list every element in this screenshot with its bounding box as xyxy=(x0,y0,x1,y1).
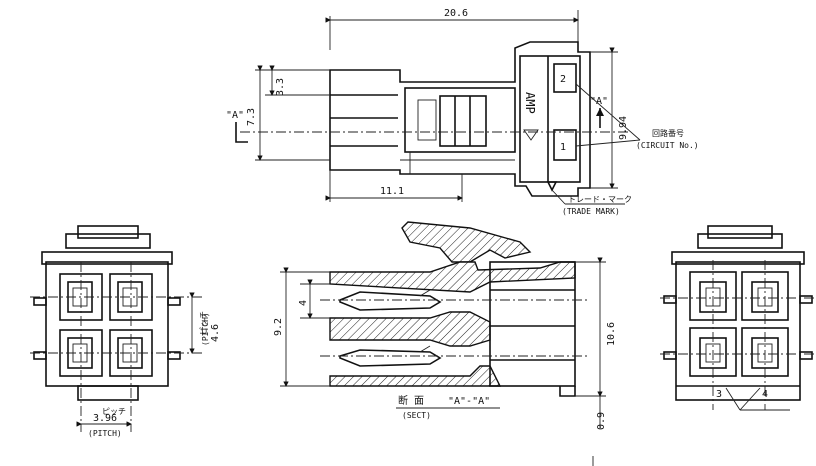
circuit-no-2: 2 xyxy=(560,74,566,85)
dim-11-1: 11.1 xyxy=(380,186,404,197)
section-mark-left: "A" xyxy=(226,110,244,121)
pitch-horizontal-en: (PITCH) xyxy=(88,429,122,438)
pitch-horizontal-jp: ピッチ xyxy=(102,407,126,416)
amp-logo-text: AMP xyxy=(523,92,537,114)
dim-7-3: 7.3 xyxy=(246,108,257,126)
dim-pitch-horizontal: 3.96 xyxy=(93,413,117,424)
dim-10-6: 10.6 xyxy=(606,322,617,346)
dim-pitch-vertical: 4.6 xyxy=(210,324,221,342)
section-view: 9.2 4 10.6 0.9 断 面 "A"-"A" (SECT) xyxy=(273,221,617,430)
section-title: "A"-"A" xyxy=(448,396,490,407)
dim-3-3: 3.3 xyxy=(275,78,286,96)
circuit-label-jp: 回路番号 xyxy=(652,128,684,138)
amp-logo: AMP xyxy=(523,92,539,141)
section-mark-right: "A" xyxy=(590,96,608,107)
front-view: ピッチ 4.6 (PITCH) ピッチ 3.96 (PITCH) xyxy=(30,225,221,438)
dim-0-9: 0.9 xyxy=(596,412,607,430)
pitch-vertical-jp: ピッチ xyxy=(199,311,208,335)
pitch-vertical-en: (PITCH) xyxy=(201,312,210,346)
section-jp: 断 面 xyxy=(398,394,424,407)
top-view: 20.6 2 1 AMP "A" "A" xyxy=(226,8,699,216)
rear-view: 3 4 xyxy=(660,225,816,411)
section-en: (SECT) xyxy=(402,411,431,420)
dim-overall-length: 20.6 xyxy=(444,8,468,19)
circuit-label-en: (CIRCUIT No.) xyxy=(636,141,699,150)
trade-mark-jp: トレード・マーク xyxy=(568,195,632,204)
dim-9-2: 9.2 xyxy=(273,318,284,336)
dim-cavity-4: 4 xyxy=(298,300,309,306)
circuit-no-3: 3 xyxy=(716,389,722,400)
trade-mark-en: (TRADE MARK) xyxy=(562,207,620,216)
dim-9-94: 9.94 xyxy=(618,116,629,140)
circuit-no-4: 4 xyxy=(762,389,768,400)
circuit-no-1: 1 xyxy=(560,142,566,153)
